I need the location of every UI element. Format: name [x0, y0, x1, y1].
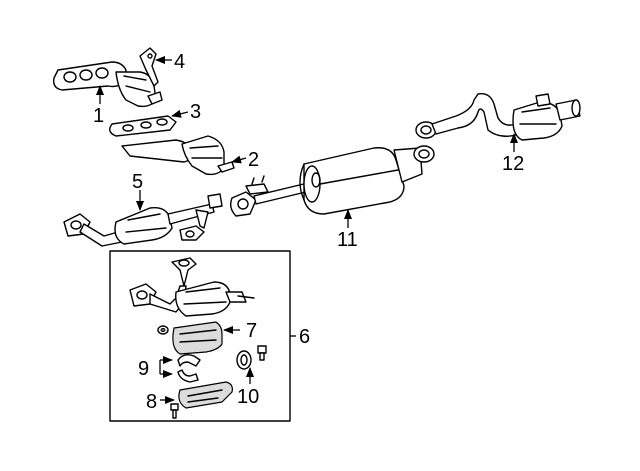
part-4-bracket[interactable]: [139, 47, 159, 87]
callout-9: 9: [138, 358, 149, 380]
joint-gasket[interactable]: [229, 191, 257, 217]
callout-7: 7: [246, 320, 257, 342]
part-9-clamps[interactable]: [177, 353, 201, 383]
callout-1: 1: [93, 105, 104, 127]
callout-8: 8: [146, 391, 157, 413]
kit-bolt[interactable]: [257, 345, 267, 361]
part-2-manifold-converter[interactable]: [121, 135, 235, 176]
part-7-heat-shield[interactable]: [172, 321, 223, 355]
kit-nut[interactable]: [157, 325, 169, 335]
kit-converter-pipe[interactable]: [129, 257, 255, 317]
callout-10: 10: [237, 386, 259, 408]
callout-4: 4: [174, 51, 185, 73]
kit-screw[interactable]: [170, 403, 179, 419]
callout-5: 5: [132, 171, 143, 193]
callout-11: 11: [337, 229, 358, 251]
part-3-gasket[interactable]: [109, 115, 177, 137]
part-11-muffler[interactable]: [299, 147, 423, 215]
part-12-tail-pipe[interactable]: [431, 93, 581, 141]
part-1-exhaust-manifold[interactable]: [52, 61, 163, 108]
part-10-ring-gasket[interactable]: [236, 350, 252, 370]
part-8-lower-heat-shield[interactable]: [178, 381, 233, 409]
callout-2: 2: [248, 149, 259, 171]
part-5-front-pipe[interactable]: [63, 193, 223, 247]
outlet-gasket[interactable]: [413, 145, 435, 163]
callout-3: 3: [190, 101, 201, 123]
callout-6: 6: [299, 326, 310, 348]
callout-12: 12: [502, 153, 524, 175]
pipe-clamp[interactable]: [245, 175, 269, 195]
